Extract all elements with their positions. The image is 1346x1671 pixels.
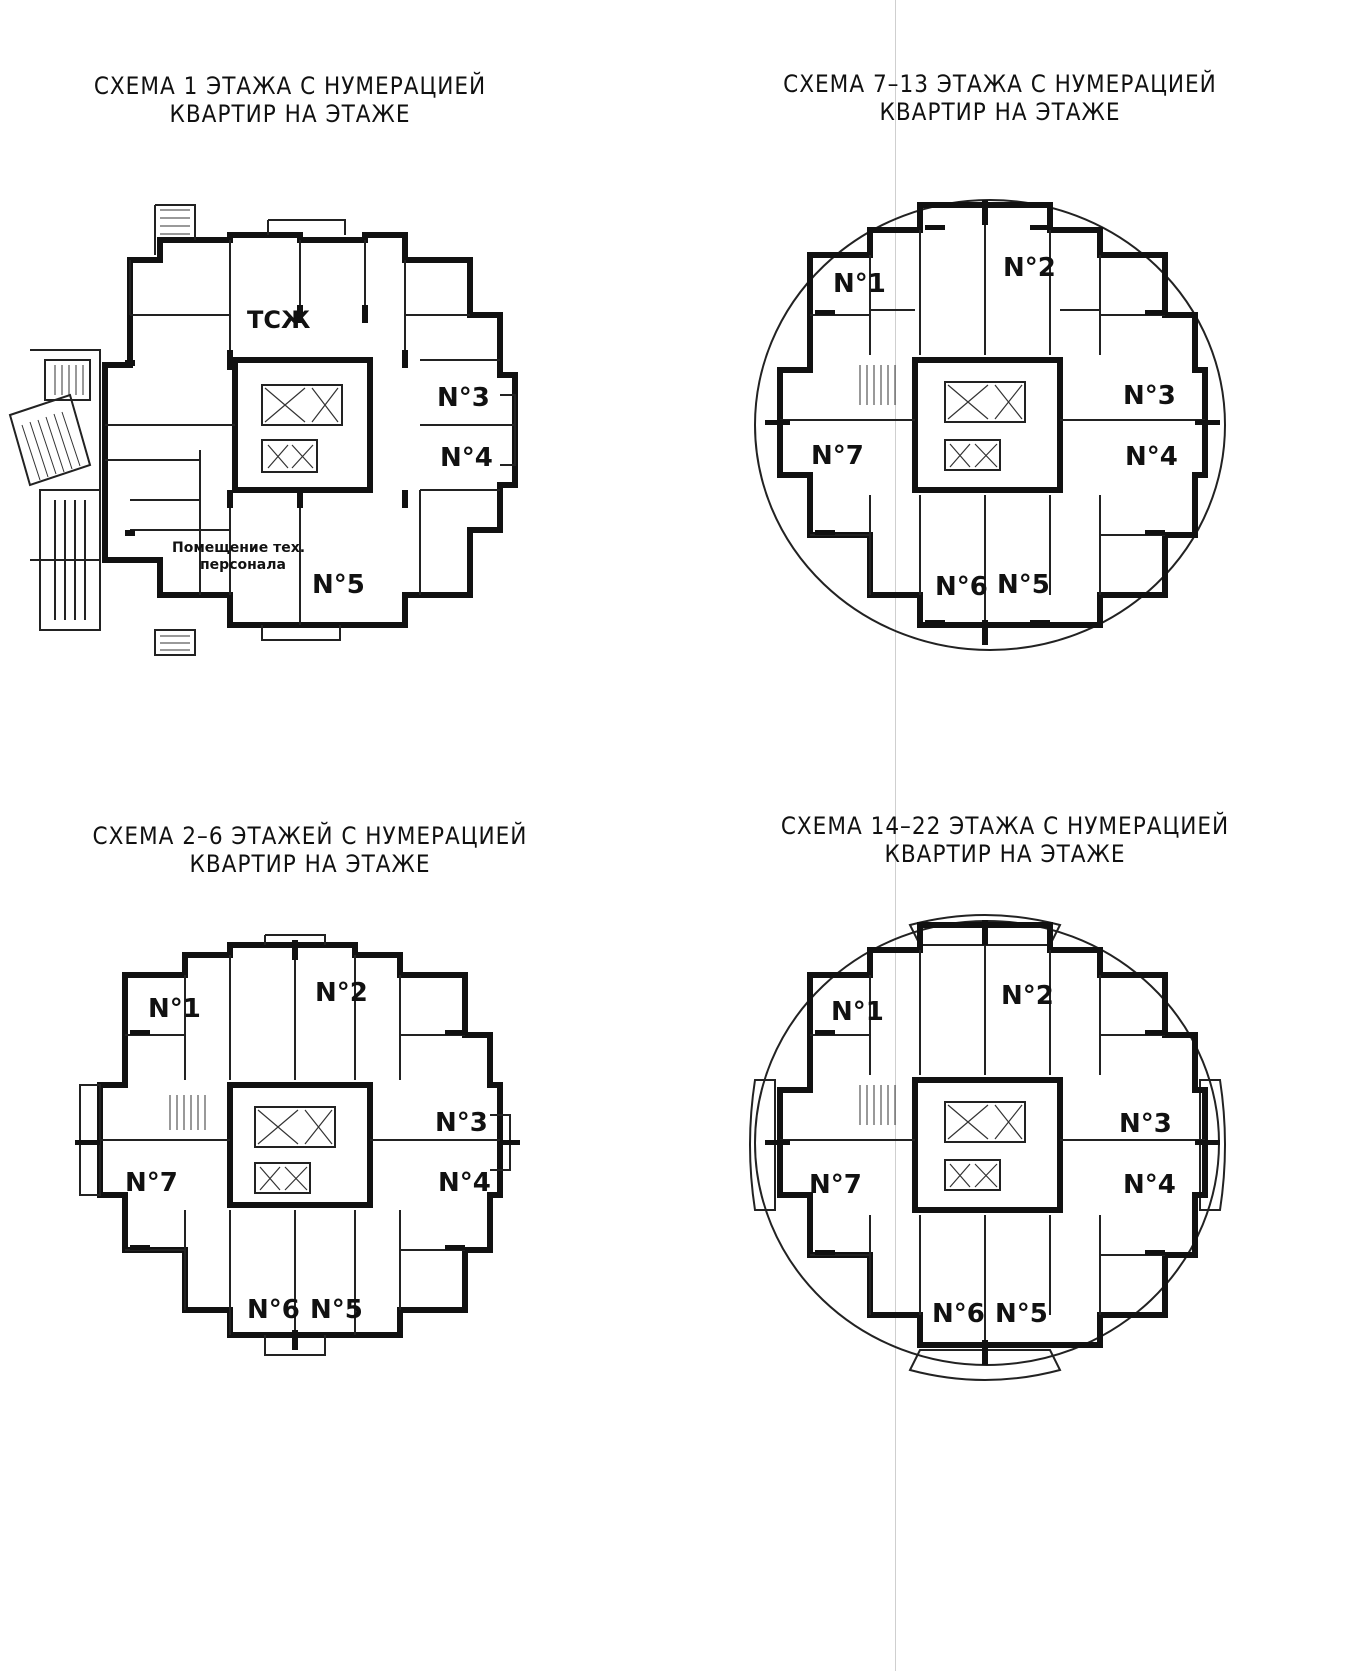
apartment-3-label: N°3 <box>1119 1109 1172 1139</box>
staff-room-label-line-2: персонала <box>200 557 286 573</box>
scheme-title: СХЕМА 14–22 ЭТАЖА С НУМЕРАЦИЕЙ КВАРТИР Н… <box>780 812 1230 868</box>
apartment-2-label: N°2 <box>1001 981 1054 1011</box>
title-line-1: СХЕМА 14–22 ЭТАЖА С НУМЕРАЦИЕЙ <box>780 812 1230 840</box>
apartment-7-label: N°7 <box>125 1168 178 1198</box>
floor-plan-floor-1: N°3 N°4 N°5 ТСЖ Помещение тех. персонала <box>8 204 518 656</box>
apartment-5-label: N°5 <box>310 1295 363 1325</box>
scheme-title: СХЕМА 1 ЭТАЖА С НУМЕРАЦИЕЙ КВАРТИР НА ЭТ… <box>80 72 500 128</box>
apartment-6-label: N°6 <box>935 572 988 602</box>
apartment-1-label: N°1 <box>148 994 201 1024</box>
floor-plan-floors-14-22: N°1 N°2 N°3 N°4 N°5 N°6 N°7 <box>749 914 1226 1381</box>
floor-plan-floors-2-6: N°1 N°2 N°3 N°4 N°5 N°6 N°7 <box>75 934 520 1356</box>
apartment-2-label: N°2 <box>315 978 368 1008</box>
apartment-6-label: N°6 <box>247 1295 300 1325</box>
title-line-1: СХЕМА 7–13 ЭТАЖА С НУМЕРАЦИЕЙ <box>783 70 1217 98</box>
apartment-1-label: N°1 <box>833 269 886 299</box>
title-line-2: КВАРТИР НА ЭТАЖЕ <box>189 850 431 878</box>
apartment-5-label: N°5 <box>995 1299 1048 1329</box>
title-line-1: СХЕМА 2–6 ЭТАЖЕЙ С НУМЕРАЦИЕЙ <box>92 822 528 850</box>
apartment-3-label: N°3 <box>435 1108 488 1138</box>
apartment-5-label: N°5 <box>997 570 1050 600</box>
apartment-1-label: N°1 <box>831 997 884 1027</box>
hoa-office-label: ТСЖ <box>247 306 311 334</box>
apartment-4-label: N°4 <box>438 1168 491 1198</box>
floor-plan-floors-7-13: N°1 N°2 N°3 N°4 N°5 N°6 N°7 <box>754 199 1226 651</box>
apartment-6-label: N°6 <box>932 1299 985 1329</box>
scheme-floors-14-22: СХЕМА 14–22 ЭТАЖА С НУМЕРАЦИЕЙ КВАРТИР Н… <box>0 0 1228 868</box>
vertical-reference-line <box>895 0 896 1671</box>
scheme-title: СХЕМА 2–6 ЭТАЖЕЙ С НУМЕРАЦИЕЙ КВАРТИР НА… <box>90 822 530 878</box>
apartment-3-label: N°3 <box>437 383 490 413</box>
scheme-floors-2-6: СХЕМА 2–6 ЭТАЖЕЙ С НУМЕРАЦИЕЙ КВАРТИР НА… <box>0 0 527 878</box>
title-line-2: КВАРТИР НА ЭТАЖЕ <box>884 840 1126 868</box>
apartment-5-label: N°5 <box>312 570 365 600</box>
staff-room-label-line-1: Помещение тех. <box>172 540 305 556</box>
apartment-4-label: N°4 <box>1125 442 1178 472</box>
apartment-2-label: N°2 <box>1003 253 1056 283</box>
apartment-7-label: N°7 <box>809 1170 862 1200</box>
title-line-2: КВАРТИР НА ЭТАЖЕ <box>169 100 411 128</box>
title-line-2: КВАРТИР НА ЭТАЖЕ <box>879 98 1121 126</box>
apartment-4-label: N°4 <box>440 443 493 473</box>
title-line-1: СХЕМА 1 ЭТАЖА С НУМЕРАЦИЕЙ <box>93 72 487 100</box>
apartment-4-label: N°4 <box>1123 1170 1176 1200</box>
scheme-floors-7-13: СХЕМА 7–13 ЭТАЖА С НУМЕРАЦИЕЙ КВАРТИР НА… <box>0 0 1216 126</box>
apartment-7-label: N°7 <box>811 441 864 471</box>
apartment-3-label: N°3 <box>1123 381 1176 411</box>
scheme-title: СХЕМА 7–13 ЭТАЖА С НУМЕРАЦИЕЙ КВАРТИР НА… <box>780 70 1220 126</box>
